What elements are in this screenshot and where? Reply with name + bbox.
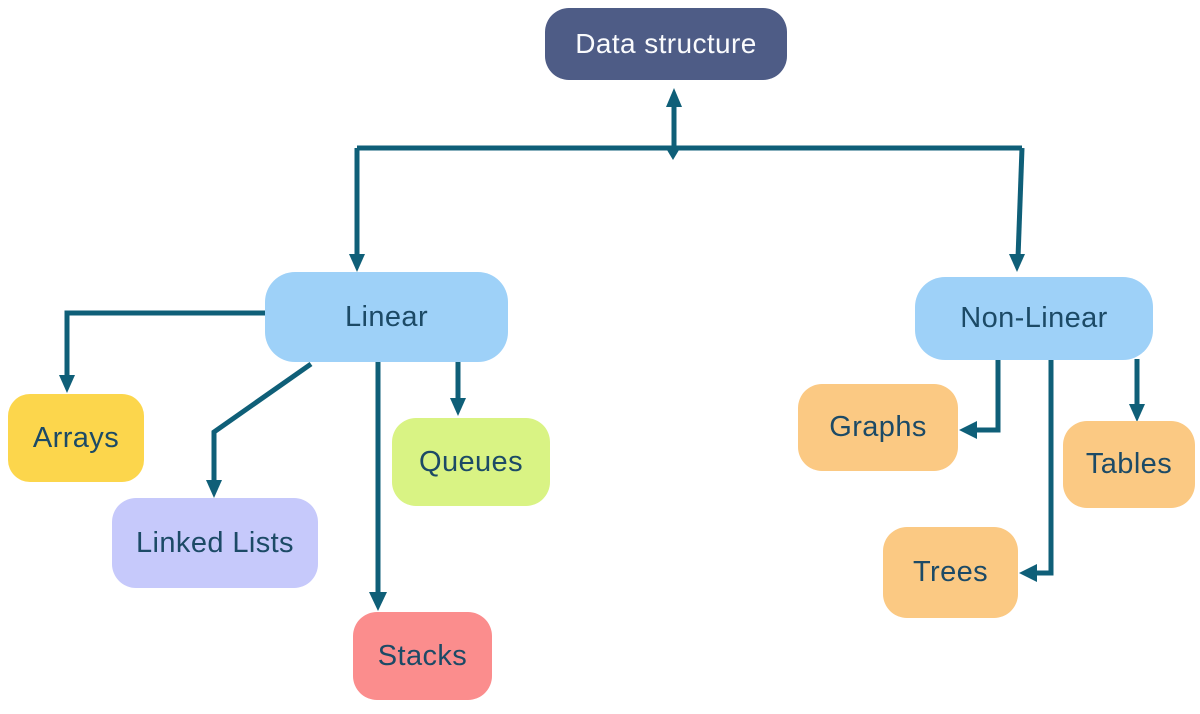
connector-root-to-linear <box>349 148 365 272</box>
connector-linear-to-stacks <box>369 362 387 611</box>
connector-line <box>64 310 266 379</box>
node-arrays: Arrays <box>8 394 144 482</box>
connector-line <box>1015 147 1025 259</box>
node-linked-lists: Linked Lists <box>112 498 318 588</box>
node-data-structure-label: Data structure <box>575 28 757 59</box>
node-data-structure: Data structure <box>545 8 787 80</box>
node-queues: Queues <box>392 418 550 506</box>
node-trees-label: Trees <box>912 556 989 588</box>
arrowhead-down-tables <box>1129 404 1145 422</box>
node-arrays-label: Arrays <box>32 421 120 454</box>
arrowhead-down-queues <box>450 398 466 416</box>
connector-linear-to-arrays <box>59 310 266 393</box>
node-tables-label: Tables <box>1085 448 1173 480</box>
arrowhead-down-arrays <box>59 375 75 393</box>
connector-root-to-non-linear <box>1009 147 1025 272</box>
node-stacks: Stacks <box>353 612 492 700</box>
connector-root-to-branches <box>357 88 1022 160</box>
connector-linear-to-queues <box>450 362 466 416</box>
node-linear-label: Linear <box>344 300 428 333</box>
arrowhead-down-stacks <box>369 592 387 611</box>
connector-line <box>1035 359 1054 576</box>
arrowhead-down-linked-lists <box>206 480 222 498</box>
arrowhead-down-junction <box>667 150 679 160</box>
connector-line <box>211 361 313 485</box>
connector-non-linear-to-graphs <box>959 359 1001 439</box>
connector-non-linear-to-trees <box>1019 359 1054 582</box>
node-graphs: Graphs <box>798 384 958 471</box>
connector-linear-to-linked-lists <box>206 361 313 498</box>
node-non-linear-label: Non-Linear <box>960 302 1108 334</box>
arrowhead-left-graphs <box>959 421 977 439</box>
arrowhead-left-trees <box>1019 564 1037 582</box>
node-queues-label: Queues <box>419 445 523 478</box>
arrowhead-down-linear <box>349 254 365 272</box>
node-trees: Trees <box>883 527 1018 618</box>
node-linear: Linear <box>265 272 508 362</box>
connector-line <box>975 359 1001 433</box>
connector-non-linear-to-tables <box>1129 359 1145 422</box>
node-linked-lists-label: Linked Lists <box>136 526 294 559</box>
node-stacks-label: Stacks <box>377 639 468 672</box>
node-graphs-label: Graphs <box>829 411 927 443</box>
arrowhead-down-non-linear <box>1009 254 1025 272</box>
node-tables: Tables <box>1063 421 1195 508</box>
node-non-linear: Non-Linear <box>915 277 1153 360</box>
arrowhead-up-root <box>666 88 682 107</box>
